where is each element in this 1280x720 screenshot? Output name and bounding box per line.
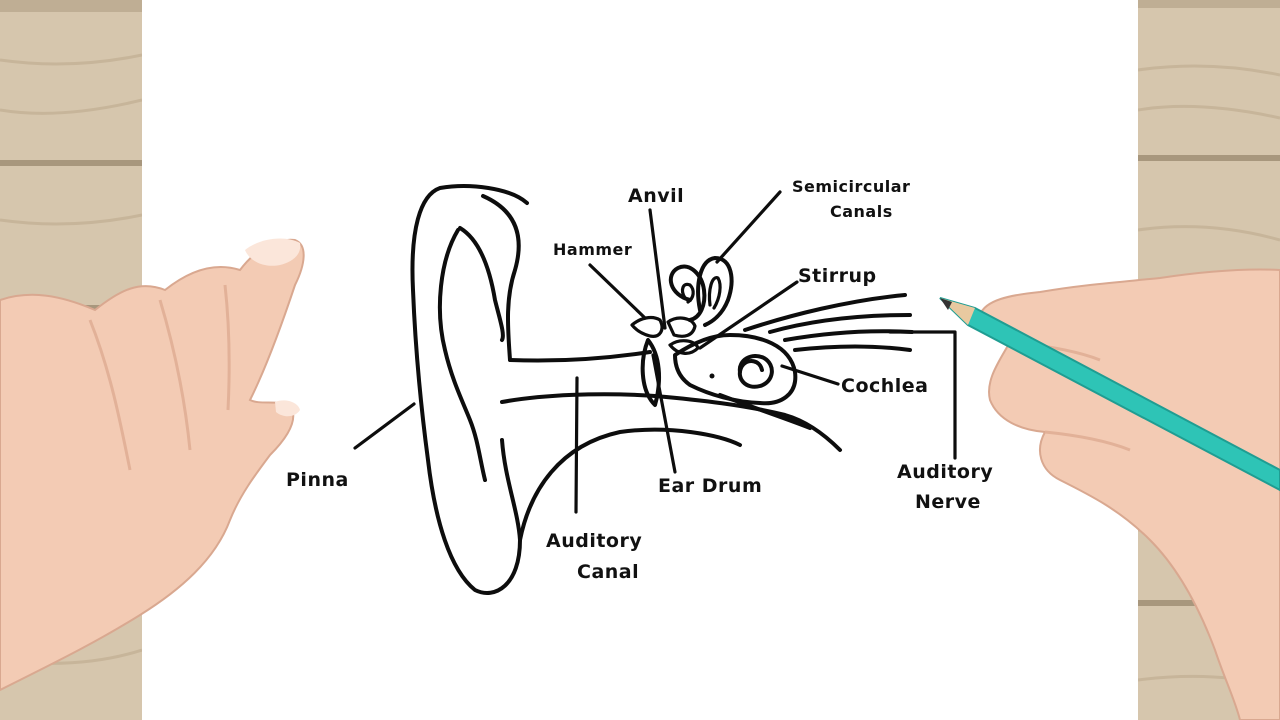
label-ear-drum: Ear Drum <box>658 475 762 497</box>
semicircular-inner-1 <box>680 282 695 304</box>
label-auditory-canal-line2: Canal <box>577 561 639 583</box>
semicircular-canal-2 <box>696 256 734 327</box>
label-auditory-nerve-line1: Auditory <box>897 461 993 483</box>
pinna-inner-fold <box>481 194 521 362</box>
label-hammer: Hammer <box>553 240 632 259</box>
left-hand <box>0 238 305 692</box>
cochlea-spiral <box>737 353 774 389</box>
paper-sheet <box>142 0 1138 720</box>
leader-stirrup <box>698 280 799 350</box>
eustachian-upper <box>653 394 842 452</box>
label-anvil: Anvil <box>628 185 684 207</box>
vestibule <box>673 333 798 406</box>
leader-hammer <box>588 263 647 320</box>
nerve-fiber-1 <box>743 293 907 332</box>
pinna-outline <box>410 184 529 595</box>
nerve-fiber-4 <box>793 344 912 352</box>
label-auditory-nerve-line2: Nerve <box>915 491 981 513</box>
hammer-bone <box>630 315 664 338</box>
pencil <box>939 297 1280 492</box>
leader-pinna <box>353 402 416 450</box>
right-hand <box>978 268 1280 720</box>
nerve-fiber-2 <box>768 313 912 334</box>
ear-drum-shape <box>640 338 661 407</box>
label-cochlea: Cochlea <box>841 375 929 397</box>
leader-auditory-nerve <box>888 330 957 460</box>
leader-anvil <box>648 208 667 330</box>
leader-cochlea <box>780 364 840 386</box>
label-semicircular-line2: Canals <box>830 202 893 221</box>
oval-window <box>709 373 715 379</box>
canal-upper <box>508 350 652 363</box>
leader-ear-drum <box>651 353 677 474</box>
pinna-antihelix <box>437 228 487 482</box>
label-stirrup: Stirrup <box>798 265 877 287</box>
pinna-concha <box>458 226 505 342</box>
leader-semicircular <box>715 190 782 264</box>
eustachian-lower <box>718 393 812 430</box>
label-pinna: Pinna <box>286 469 349 491</box>
canal-outer-lower <box>518 427 742 542</box>
label-auditory-canal-line1: Auditory <box>546 530 642 552</box>
leader-auditory-canal <box>574 376 579 514</box>
semicircular-inner-2 <box>707 276 722 310</box>
canal-lower <box>500 392 657 404</box>
label-semicircular-line1: Semicircular <box>792 177 910 196</box>
